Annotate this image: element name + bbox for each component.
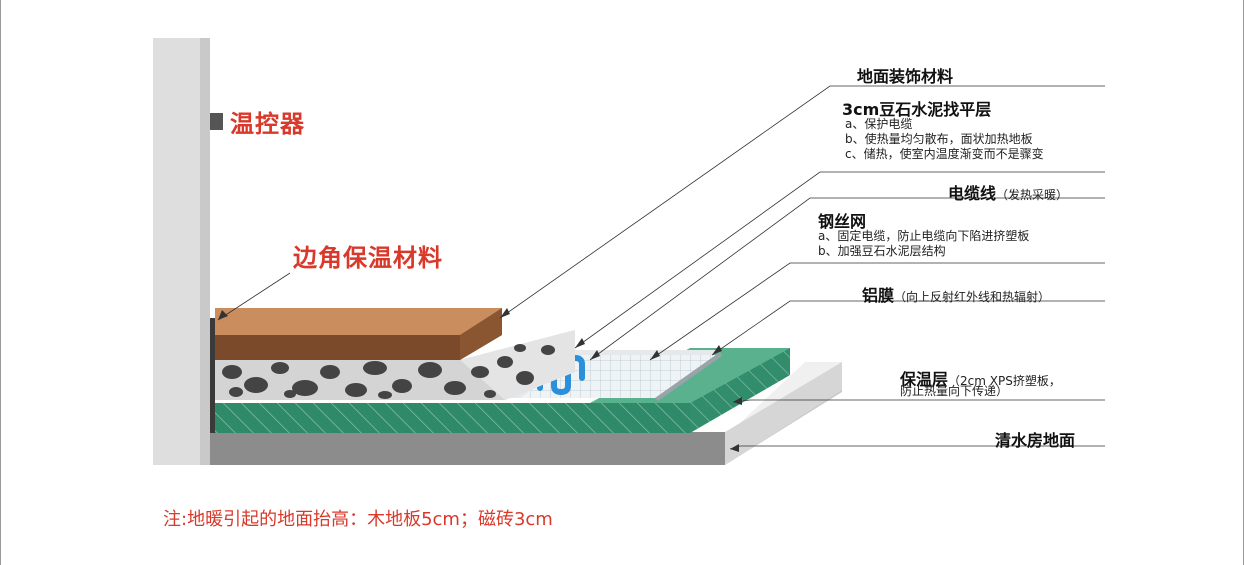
screed-note-a: a、保护电缆	[845, 117, 913, 131]
cable-label-row: 电缆线（发热采暖）	[948, 180, 1068, 204]
floor-finish-label: 地面装饰材料	[857, 67, 954, 86]
cable-title: 电缆线	[948, 184, 997, 203]
wall	[153, 38, 210, 465]
mesh-note-a: a、固定电缆，防止电缆向下陷进挤塑板	[818, 229, 1030, 243]
mesh-note-b: b、加强豆石水泥层结构	[818, 244, 946, 258]
cable-note: （发热采暖）	[996, 188, 1069, 202]
corner-insulation-label: 边角保温材料	[293, 244, 443, 272]
thermostat-icon	[210, 113, 223, 130]
insulation-label-row: 保温层（2cm XPS挤塑板，	[900, 366, 1061, 390]
subfloor-label: 清水房地面	[995, 431, 1076, 450]
insulation-note-2: 防止热量向下传递）	[900, 384, 1009, 398]
thermostat-label: 温控器	[230, 110, 305, 138]
screed-note-b: b、使热量均匀散布，面状加热地板	[845, 132, 1033, 146]
subfloor-slab	[210, 362, 842, 465]
insulation-note-1: （2cm XPS挤塑板，	[948, 374, 1061, 388]
foil-title: 铝膜	[862, 286, 895, 305]
screed-layer	[215, 330, 575, 400]
footnote: 注:地暖引起的地面抬高：木地板5cm；磁砖3cm	[163, 509, 553, 530]
finish-layer	[215, 308, 502, 360]
foil-note: （向上反射红外线和热辐射）	[894, 290, 1051, 304]
screed-note-c: c、储热，使室内温度渐变而不是骤变	[845, 147, 1044, 161]
screed-title: 3cm豆石水泥找平层	[842, 100, 992, 119]
leader-arrowheads	[218, 308, 742, 452]
mesh-title: 钢丝网	[818, 212, 867, 231]
insulation-title: 保温层	[900, 370, 949, 389]
corner-insulation-strip	[210, 318, 215, 433]
foil-label-row: 铝膜（向上反射红外线和热辐射）	[862, 282, 1050, 306]
